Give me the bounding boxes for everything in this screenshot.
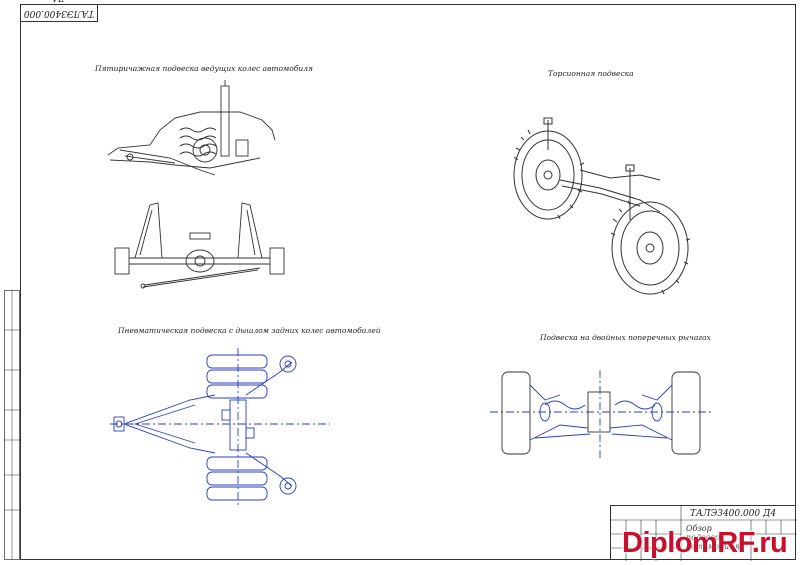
caption-five-link: Пятиричажная подвеска ведущих колес авто… (95, 64, 313, 73)
caption-torsion: Торсионная подвеска (548, 69, 634, 78)
caption-pneumatic: Пневматическая подвеска с дышлом задних … (118, 326, 381, 335)
title-block-code: ТАЛЭ3400.000 Д4 (690, 509, 777, 519)
title-block-grid (611, 506, 797, 561)
caption-double-wishbone: Подвеска на двойных поперечных рычагах (540, 333, 711, 342)
drawing-frame (20, 4, 796, 560)
watermark-logo: DiplomRF.ru (622, 527, 788, 559)
title-block-title: Обзор подвесок автомобиля (686, 524, 740, 551)
side-strip (4, 290, 20, 560)
title-block (610, 505, 797, 561)
